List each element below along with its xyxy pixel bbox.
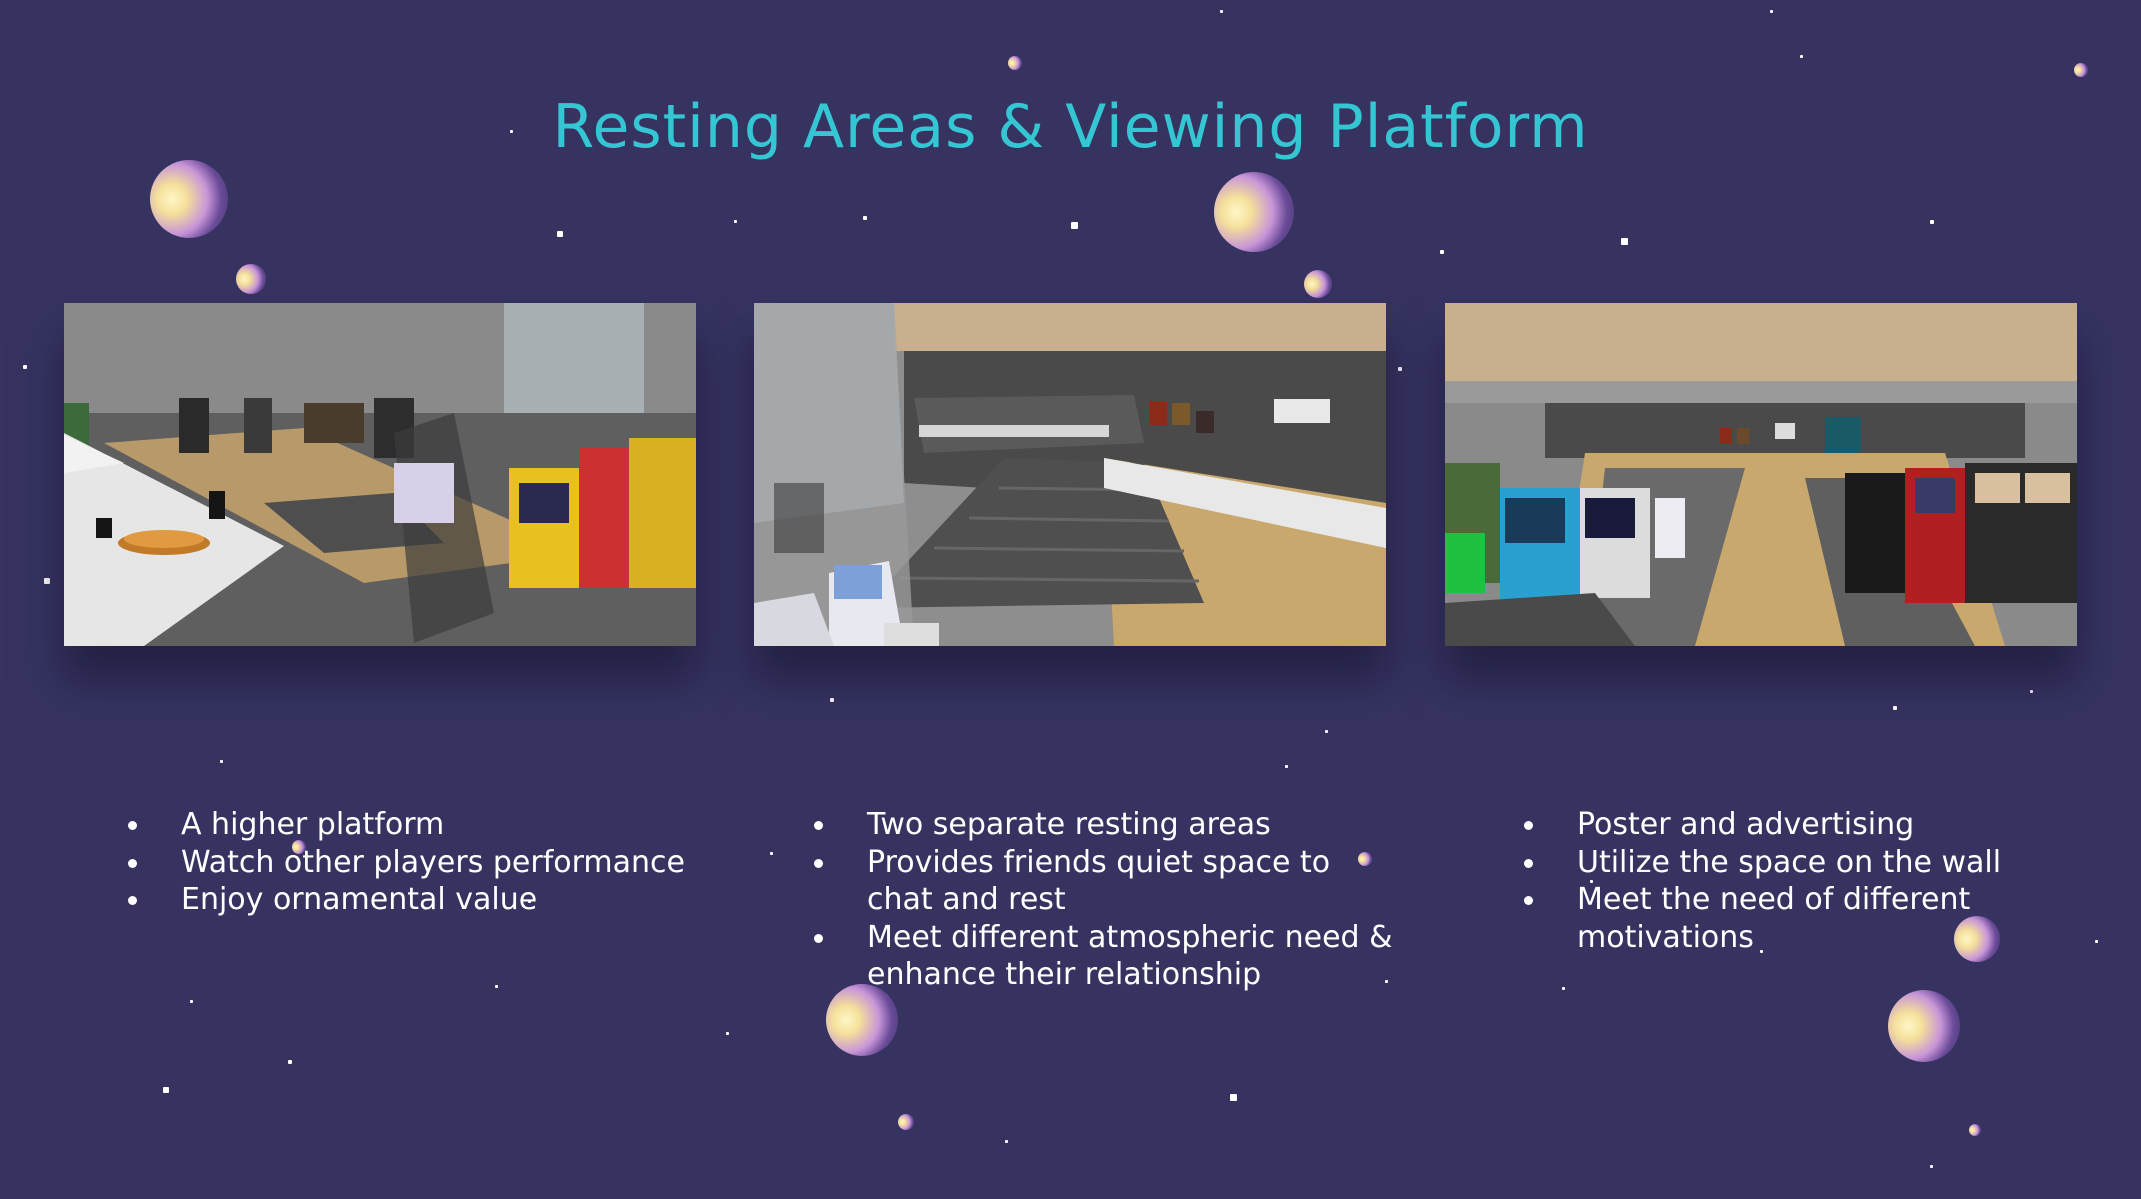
star (2030, 690, 2033, 693)
planet-orb (1954, 916, 2000, 962)
star (288, 1060, 292, 1064)
star (1562, 987, 1565, 990)
star (44, 578, 50, 584)
star (220, 760, 223, 763)
star (2095, 940, 2098, 943)
star (1930, 220, 1934, 224)
list-item: Watch other players performance (125, 844, 685, 882)
planet-orb (898, 1114, 914, 1130)
list-item: Provides friends quiet space to chat and… (811, 844, 1401, 919)
star (510, 130, 513, 133)
star (23, 365, 27, 369)
star (1005, 1140, 1008, 1143)
render-image-arcade-floor (1445, 303, 2077, 646)
star (495, 985, 498, 988)
star (863, 216, 867, 220)
list-item: Utilize the space on the wall (1521, 844, 2081, 882)
star (1071, 222, 1078, 229)
bullet-list-platform: A higher platform Watch other players pe… (125, 806, 685, 919)
planet-orb (1304, 270, 1332, 298)
star (1285, 765, 1288, 768)
star (557, 231, 563, 237)
planet-orb (1969, 1124, 1981, 1136)
star (1385, 980, 1388, 983)
planet-orb (1008, 56, 1022, 70)
star (1440, 250, 1444, 254)
render-image-platform (64, 303, 696, 646)
planet-orb (2074, 63, 2088, 77)
star (1760, 950, 1763, 953)
list-item: Enjoy ornamental value (125, 881, 685, 919)
list-item: Meet the need of different motivations (1521, 881, 2081, 956)
list-item: Meet different atmospheric need & enhanc… (811, 919, 1401, 994)
star (1398, 367, 1402, 371)
star (1325, 730, 1328, 733)
planet-orb (150, 160, 228, 238)
star (830, 698, 834, 702)
star (734, 220, 737, 223)
star (528, 900, 531, 903)
planet-orb (1888, 990, 1960, 1062)
star (1621, 238, 1628, 245)
list-item: Poster and advertising (1521, 806, 2081, 844)
bullet-list-resting: Two separate resting areas Provides frie… (811, 806, 1401, 994)
planet-orb (826, 984, 898, 1056)
planet-orb (1358, 852, 1372, 866)
star (1893, 706, 1897, 710)
star (1230, 1094, 1237, 1101)
slide-title: Resting Areas & Viewing Platform (552, 92, 1589, 162)
star (190, 1000, 193, 1003)
star (1220, 10, 1223, 13)
star (1930, 1165, 1933, 1168)
star (1770, 10, 1773, 13)
planet-orb (236, 264, 266, 294)
star (163, 1087, 169, 1093)
list-item: Two separate resting areas (811, 806, 1401, 844)
star (726, 1032, 729, 1035)
star (770, 852, 773, 855)
star (1590, 880, 1593, 883)
planet-orb (292, 840, 306, 854)
list-item: A higher platform (125, 806, 685, 844)
render-image-stairs (754, 303, 1386, 646)
planet-orb (1214, 172, 1294, 252)
star (1800, 55, 1803, 58)
bullet-list-posters: Poster and advertising Utilize the space… (1521, 806, 2081, 956)
